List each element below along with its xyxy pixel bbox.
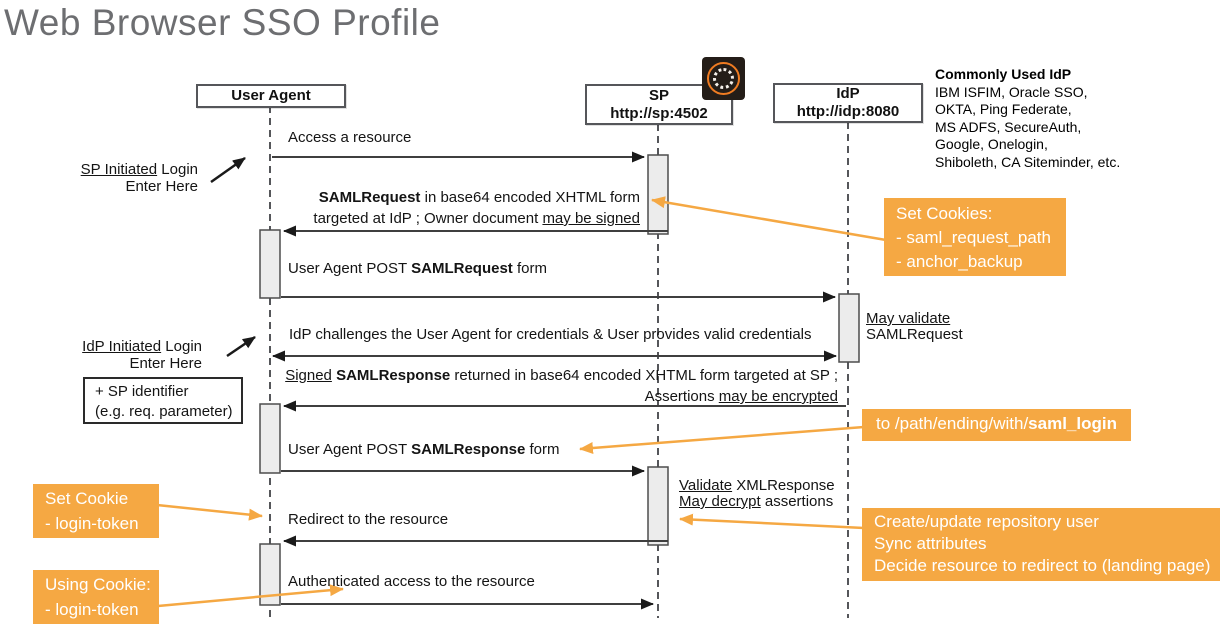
msg-redirect: Redirect to the resource	[288, 511, 449, 528]
activation-sp-2	[647, 466, 669, 546]
idp-list-line: Shiboleth, CA Siteminder, etc.	[935, 153, 1121, 170]
aem-logo-icon	[702, 57, 745, 100]
callout-using-cookie: Using Cookie: - login-token	[33, 570, 159, 624]
commonly-used-idp-list: Commonly Used IdP IBM ISFIM, Oracle SSO,…	[935, 66, 1120, 171]
activation-ua-3	[259, 543, 281, 606]
msg-idp-challenges: IdP challenges the User Agent for creden…	[289, 326, 812, 343]
arrow-saml-login-pointer	[579, 425, 865, 454]
idp-initiated-label: IdP Initiated Login Enter Here	[82, 338, 202, 372]
sp-identifier-note: + SP identifier (e.g. req. parameter)	[83, 377, 243, 424]
msg-samlresponse: Signed SAMLResponse returned in base64 e…	[285, 367, 838, 405]
idp-list-line: Google, Onelogin,	[935, 136, 1048, 152]
idp-list-heading: Commonly Used IdP	[935, 66, 1072, 82]
validate-xmlresponse-note: Validate XMLResponse May decrypt asserti…	[679, 477, 835, 510]
callout-saml-login-path: to /path/ending/with/saml_login	[862, 409, 1131, 441]
sp-label: SP	[648, 86, 669, 104]
msg-post-samlrequest: User Agent POST SAMLRequest form	[288, 260, 547, 277]
arrow-set-cookies-pointer	[651, 196, 887, 242]
idp-list-line: IBM ISFIM, Oracle SSO,	[935, 83, 1088, 100]
idp-url: http://idp:8080	[796, 103, 900, 120]
arrow-using-cookie-pointer	[157, 584, 344, 608]
arrow-idp-initiated-pointer	[226, 335, 256, 358]
activation-sp-1	[647, 154, 669, 235]
activation-ua-1	[259, 229, 281, 299]
may-validate-note: May validate SAMLRequest	[866, 310, 963, 343]
idp-list-line: MS ADFS, SecureAuth,	[935, 118, 1082, 135]
arrow-create-user-pointer	[679, 513, 865, 530]
idp-label: IdP	[836, 85, 860, 102]
msg-post-samlresponse: User Agent POST SAMLResponse form	[288, 441, 560, 458]
callout-create-user: Create/update repository user Sync attri…	[862, 508, 1220, 581]
msg-samlrequest: SAMLRequest in base64 encoded XHTML form…	[313, 189, 640, 227]
user-agent-label: User Agent	[231, 87, 311, 104]
arrow-sp-initiated-pointer	[210, 156, 246, 184]
activation-idp-1	[838, 293, 860, 363]
lifeline-user-agent-box: User Agent	[196, 84, 346, 108]
aem-chain-icon	[713, 68, 734, 89]
lifeline-idp-box: IdP http://idp:8080	[773, 83, 923, 123]
callout-set-cookies: Set Cookies: - saml_request_path - ancho…	[884, 198, 1066, 276]
msg-access-resource: Access a resource	[288, 129, 412, 146]
sp-url: http://sp:4502	[610, 104, 708, 122]
aem-ring-icon	[707, 62, 740, 95]
sp-initiated-label: SP Initiated Login Enter Here	[80, 161, 198, 195]
arrow-set-cookie-pointer	[156, 503, 263, 521]
msg-authenticated-access: Authenticated access to the resource	[288, 573, 535, 590]
callout-set-cookie: Set Cookie - login-token	[33, 484, 159, 538]
page-title: Web Browser SSO Profile	[4, 2, 441, 43]
activation-ua-2	[259, 403, 281, 474]
idp-list-line: OKTA, Ping Federate,	[935, 101, 1072, 117]
